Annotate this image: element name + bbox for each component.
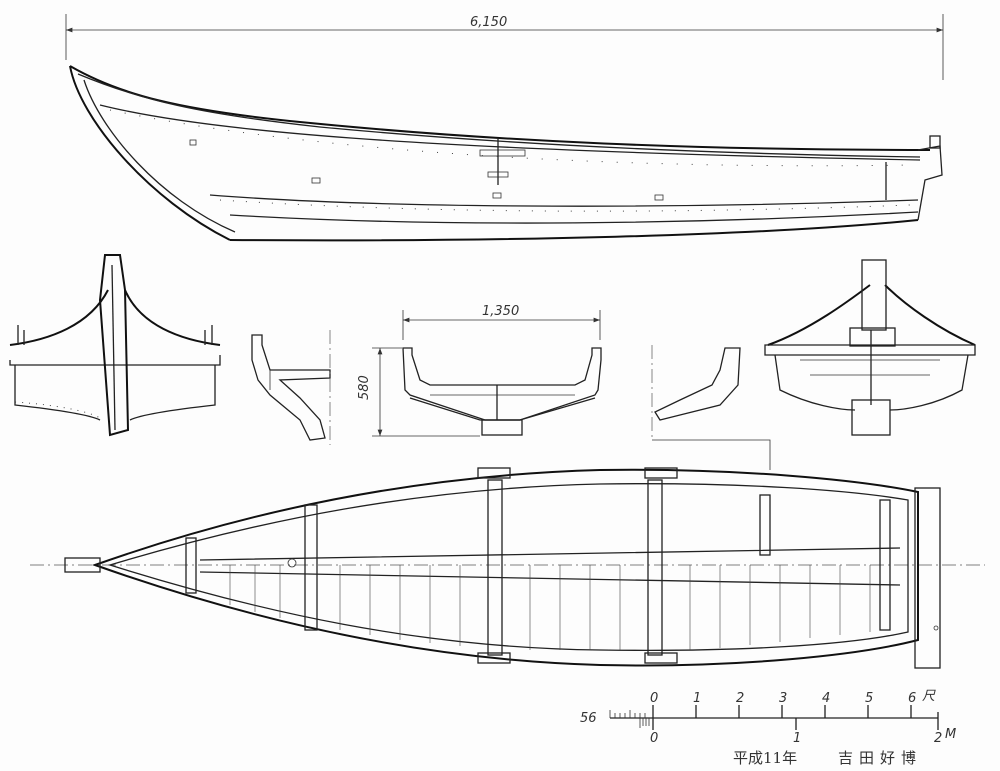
meter-tick-label: 1: [793, 731, 801, 746]
section-view-b: [651, 345, 771, 470]
floor-planks: [229, 565, 871, 650]
signature-date: 平成11年: [733, 749, 797, 767]
meter-tick-label: 0: [650, 731, 658, 746]
side-profile-view: [69, 65, 943, 242]
signature-author: 吉田好博: [838, 749, 922, 767]
shaku-tick-label: 6: [908, 691, 916, 706]
shaku-tick-label: 0: [650, 691, 658, 706]
midship-section-view: 1,350 580: [357, 304, 602, 437]
shaku-tick-label: 5: [865, 691, 873, 706]
shaku-tick-label: 2: [736, 691, 744, 706]
beam-label: 1,350: [482, 304, 519, 319]
bow-end-view: [9, 254, 221, 437]
shaku-tick-label: 4: [822, 691, 830, 706]
meter-unit-label: M: [945, 727, 956, 742]
overall-length-dimension: 6,150: [65, 14, 944, 80]
depth-label: 580: [357, 375, 372, 400]
overall-length-label: 6,150: [470, 15, 507, 30]
shaku-tick-label: 3: [779, 691, 787, 706]
frames: [304, 467, 891, 664]
shaku-tick-label: 1: [693, 691, 701, 706]
meter-tick-label: 2: [934, 731, 942, 746]
scale-left-label: 56: [580, 711, 597, 726]
shaku-unit-label: 尺: [922, 689, 936, 704]
plan-view: [30, 467, 985, 669]
stern-end-view: [764, 259, 976, 436]
scale-bar: 56 0 1 2 3 4 5 6 尺 0 1 2 M: [580, 689, 956, 746]
section-view-a: [251, 330, 331, 445]
